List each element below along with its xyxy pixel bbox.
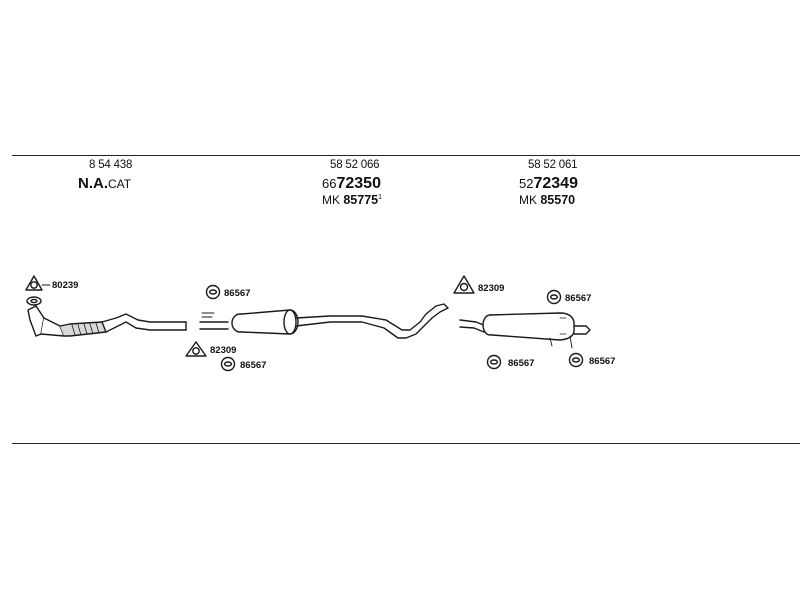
callout-mid-hanger-bottom: 86567 [240, 360, 267, 371]
rear-part-number: 58 52 061 [528, 159, 578, 171]
middle-mk-sup: 1 [378, 194, 383, 201]
cat-label-bold: N.A. [78, 175, 108, 192]
callout-rear-hanger-top: 86567 [565, 293, 592, 304]
middle-code-prefix: 66 [322, 176, 337, 191]
cat-part-number: 8 54 438 [89, 159, 133, 171]
rear-code-main: 72349 [533, 175, 578, 192]
rear-silencer [459, 312, 591, 349]
rear-code: 5272349 [519, 175, 578, 193]
rear-clamp-icon [453, 275, 475, 294]
callout-rear-hanger-bottom-left: 86567 [508, 358, 535, 369]
front-flange-gasket-icon [26, 296, 42, 306]
cat-label-small: CAT [108, 177, 132, 191]
middle-mk-number: 85775 [343, 193, 379, 207]
callout-front-gasket: 80239 [52, 280, 79, 291]
bottom-divider [12, 443, 800, 444]
cat-label: N.A.CAT [78, 175, 131, 192]
mid-hanger-bottom-icon [220, 356, 236, 372]
callout-rear-hanger-bottom-right: 86567 [589, 356, 616, 367]
callout-mid-clamp: 82309 [210, 345, 237, 356]
callout-mid-hanger-top: 86567 [224, 288, 251, 299]
front-gasket-icon [25, 275, 51, 291]
rear-code-prefix: 52 [519, 176, 534, 191]
rear-mk-number: 85570 [540, 193, 576, 207]
mid-clamp-icon [185, 341, 207, 357]
callout-rear-clamp: 82309 [478, 283, 505, 294]
rear-mk: MK 85570 [519, 193, 575, 207]
rear-hanger-bottom-left-icon [486, 354, 502, 370]
rear-mk-prefix: MK [519, 193, 537, 207]
catalytic-converter-pipe [27, 305, 187, 337]
middle-code-main: 72350 [336, 175, 381, 192]
rear-hanger-top-icon [546, 289, 562, 305]
middle-code: 6672350 [322, 175, 381, 193]
top-divider [12, 155, 800, 156]
middle-part-number: 58 52 066 [330, 159, 380, 171]
mid-hanger-top-icon [205, 284, 221, 300]
middle-mk: MK 857751 [322, 193, 382, 207]
rear-hanger-bottom-right-icon [568, 352, 584, 368]
middle-silencer [199, 303, 449, 339]
middle-mk-prefix: MK [322, 193, 340, 207]
